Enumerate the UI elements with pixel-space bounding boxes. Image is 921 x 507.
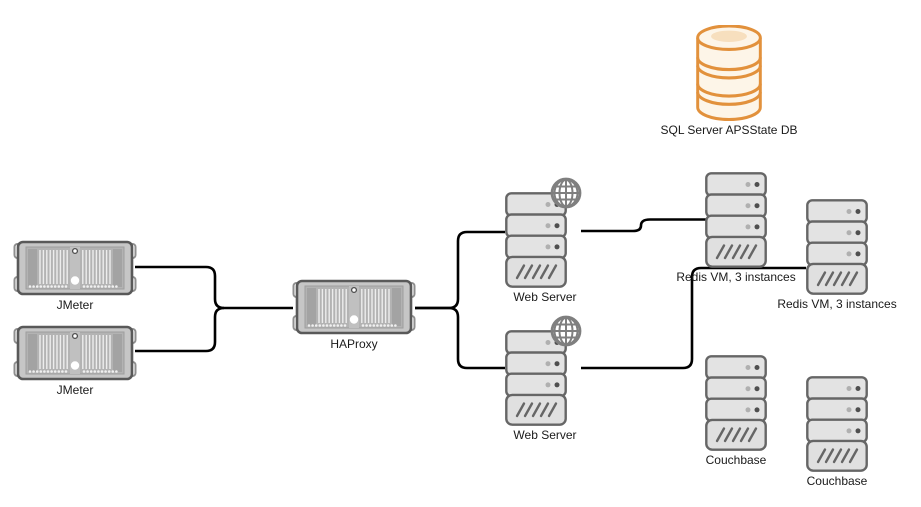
web-server-icon xyxy=(505,177,582,288)
rack-server-icon xyxy=(13,240,137,296)
node-label: Redis VM, 3 instances xyxy=(676,270,796,284)
web-server-icon xyxy=(505,315,582,426)
node-label: Web Server xyxy=(513,428,577,442)
node-jmeter-1: JMeter xyxy=(13,240,137,312)
rack-server-icon xyxy=(292,279,416,335)
node-web-server-1: Web Server xyxy=(505,176,585,304)
node-label: Couchbase xyxy=(806,474,868,488)
edge-haproxy-webserver1 xyxy=(415,230,505,310)
node-label: HAProxy xyxy=(330,337,378,351)
node-couchbase-1: Couchbase xyxy=(705,355,767,467)
edge-webserver1-redis1 xyxy=(581,218,706,233)
node-label: JMeter xyxy=(56,383,94,397)
tower-server-icon xyxy=(806,376,868,472)
node-label: JMeter xyxy=(56,298,94,312)
tower-server-icon xyxy=(705,172,767,268)
globe-icon xyxy=(550,177,582,209)
tower-server-icon xyxy=(806,199,868,295)
tower-server-icon xyxy=(705,355,767,451)
node-jmeter-2: JMeter xyxy=(13,325,137,397)
edge-webserver2-redis2 xyxy=(581,266,806,370)
edge-jmeter1-haproxy xyxy=(135,265,293,310)
rack-server-icon xyxy=(13,325,137,381)
node-label: SQL Server APSState DB xyxy=(660,123,798,137)
node-redis-vm-1: Redis VM, 3 instances xyxy=(676,172,796,284)
node-sql-server-apsstate-db: SQL Server APSState DB xyxy=(661,25,797,137)
node-web-server-2: Web Server xyxy=(505,314,585,442)
node-label: Couchbase xyxy=(705,453,767,467)
edge-jmeter2-haproxy xyxy=(135,306,225,353)
edge-haproxy-webserver2 xyxy=(415,306,505,370)
node-label: Web Server xyxy=(513,290,577,304)
node-haproxy: HAProxy xyxy=(292,279,416,351)
database-cylinder-icon xyxy=(694,25,764,121)
node-couchbase-2: Couchbase xyxy=(806,376,868,488)
globe-icon xyxy=(550,315,582,347)
node-redis-vm-2: Redis VM, 3 instances xyxy=(777,199,897,311)
node-label: Redis VM, 3 instances xyxy=(777,297,897,311)
